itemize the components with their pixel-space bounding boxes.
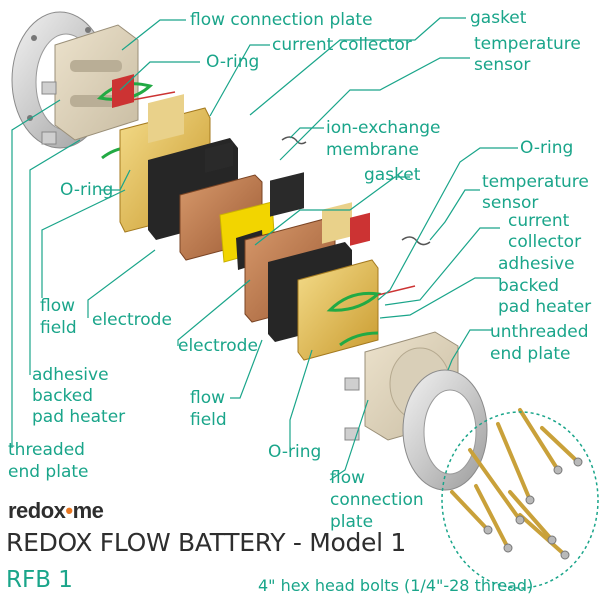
unthreaded-end-plate [402, 369, 488, 491]
heater-pad-lower [350, 212, 416, 296]
label-adhesive-left-3: pad heater [32, 407, 126, 427]
label-o-ring-left: O-ring [60, 180, 114, 200]
label-current-collector-top: current collector [272, 35, 412, 55]
bolts-group-circle [441, 411, 599, 589]
label-o-ring-top: O-ring [206, 52, 260, 72]
logo-main-text: redox [8, 498, 66, 523]
hex-head-bolts [450, 408, 580, 557]
temperature-sensor-probe-right [401, 236, 431, 246]
label-unthreaded-1: unthreaded [490, 322, 589, 342]
label-adhesive-right-3: pad heater [498, 297, 592, 317]
temperature-sensor-probe-top [281, 136, 307, 145]
model-subtitle: RFB 1 [6, 567, 73, 593]
label-adhesive-left-2: backed [32, 386, 94, 406]
label-flow-field-mid-1: flow [190, 388, 226, 408]
label-current-collector-right-2: collector [508, 232, 582, 252]
label-electrode-left: electrode [92, 310, 172, 330]
label-adhesive-left-1: adhesive [32, 365, 109, 385]
label-temperature-right-2: sensor [482, 193, 539, 213]
label-current-collector-right-1: current [508, 211, 570, 231]
label-flow-conn-bottom-2: connection [330, 490, 424, 510]
bolt-heads [483, 457, 583, 560]
label-unthreaded-2: end plate [490, 344, 571, 364]
label-electrode-mid: electrode [178, 336, 258, 356]
label-ion-exchange-1: ion-exchange [326, 118, 441, 138]
current-collector-lower [297, 202, 382, 361]
label-threaded-1: threaded [8, 440, 85, 460]
logo-dot: • [65, 498, 73, 523]
label-temperature-top-2: sensor [474, 55, 531, 75]
label-o-ring-bottom: O-ring [268, 442, 322, 462]
label-flow-conn-bottom-1: flow [330, 468, 366, 488]
label-adhesive-right-1: adhesive [498, 254, 575, 274]
label-temperature-top-1: temperature [474, 34, 581, 54]
label-gasket-mid: gasket [364, 165, 421, 185]
flow-connection-plate-top [41, 24, 139, 145]
label-flow-field-mid-2: field [190, 410, 227, 430]
logo-tail-text: me [72, 498, 104, 523]
leader-lines [11, 17, 518, 481]
label-temperature-right-1: temperature [482, 172, 589, 192]
label-flow-field-left-1: flow [40, 296, 76, 316]
label-bolts: 4" hex head bolts (1/4"-28 thread) [258, 576, 534, 595]
label-adhesive-right-2: backed [498, 276, 560, 296]
redox-me-logo: redox•me [8, 498, 104, 524]
page-title: REDOX FLOW BATTERY - Model 1 [6, 528, 407, 557]
label-o-ring-right: O-ring [520, 138, 574, 158]
label-ion-exchange-2: membrane [326, 140, 420, 160]
label-gasket-top: gasket [470, 8, 527, 28]
label-flow-conn-bottom-3: plate [330, 512, 374, 532]
label-flow-field-left-2: field [40, 318, 77, 338]
label-threaded-2: end plate [8, 462, 89, 482]
label-flow-connection-plate: flow connection plate [190, 10, 373, 30]
